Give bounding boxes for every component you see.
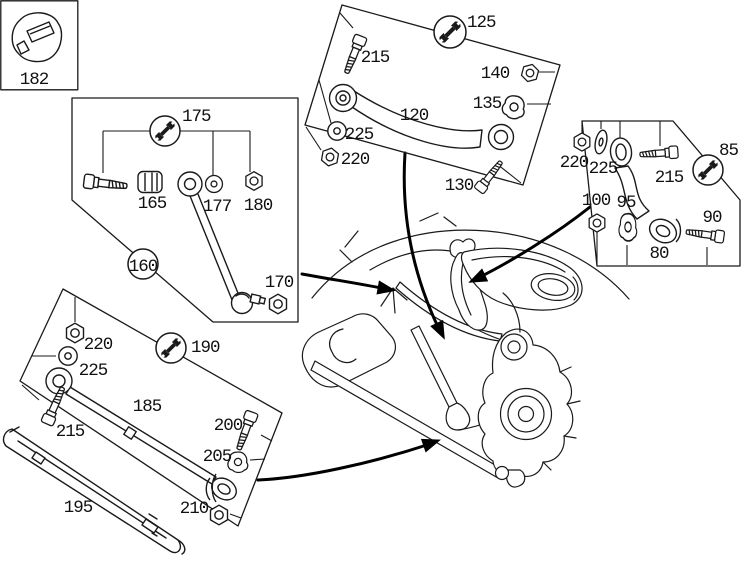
- bolt-icon: [82, 173, 129, 194]
- upper-arm-box-outline: [304, 4, 561, 186]
- upper-arm-box-leaders: [305, 12, 555, 184]
- callout-165: 165: [138, 194, 167, 214]
- wrench-badge-125: 125: [467, 13, 496, 33]
- toe-link-beam: [310, 360, 503, 479]
- arrowhead: [376, 281, 395, 297]
- callout-130: 130: [445, 176, 474, 196]
- group-badge-circle: [127, 248, 159, 280]
- beam-end-foot: [494, 465, 510, 481]
- callout-90: 90: [702, 208, 722, 228]
- callout-135: 135: [473, 94, 502, 114]
- washer-225-icon: [327, 121, 347, 141]
- stabilizer-link-icon: [177, 171, 267, 315]
- plate-95-icon: [618, 212, 638, 242]
- callout-200: 200: [214, 416, 243, 436]
- track-rod-box-leaders: [21, 297, 273, 519]
- arrow-from-camber-box: [476, 205, 592, 280]
- callout-95: 95: [616, 193, 636, 213]
- nut-140-icon: [519, 61, 541, 85]
- inner-ghost-arc: [369, 249, 457, 271]
- stabilizer-box-outline: [71, 97, 299, 323]
- pointer-arrows: [256, 151, 592, 482]
- knuckle-bottom-foot: [506, 469, 526, 488]
- plate-135-icon: [500, 93, 528, 122]
- washer-177-icon: [204, 174, 224, 194]
- wrench-badge-85: 85: [719, 141, 739, 161]
- callout-215: 215: [56, 422, 85, 442]
- inner-mount-bracket: [380, 287, 408, 314]
- callout-205: 205: [203, 447, 232, 467]
- camber-strut-80-icon: [609, 137, 682, 244]
- bolt-215-icon: [638, 145, 679, 162]
- retainer-box-outline: [0, 0, 79, 91]
- cover-strip-195-icon: [2, 426, 186, 555]
- callout-225: 225: [79, 361, 108, 381]
- upper-control-arm-box: 125 215 120 225 220 130 135 140: [320, 13, 541, 196]
- camber-link-outer-bushing: [500, 333, 528, 361]
- callout-220: 220: [341, 150, 370, 170]
- callout-180: 180: [244, 196, 273, 216]
- axle-carrier-illustration: [301, 212, 630, 488]
- camber-strut-box: 85 220 225 215 100 95 90 80: [560, 129, 740, 264]
- retainer-part-drawing: [11, 12, 63, 63]
- wrench-badge-175: 175: [182, 107, 211, 127]
- callout-220: 220: [84, 335, 113, 355]
- callout-100: 100: [582, 191, 611, 211]
- camber-box-leaders: [581, 121, 708, 265]
- wheel-arch-ghost-line: [311, 229, 630, 300]
- callout-215: 215: [655, 168, 684, 188]
- stabilizer-link-box: 160 175 165 177 180 170: [82, 107, 295, 315]
- bolt-130-icon: [473, 157, 507, 195]
- callout-210: 210: [180, 499, 209, 519]
- strut-fork: [445, 402, 471, 431]
- nut-100-icon: [588, 213, 606, 233]
- bolt-90-icon: [684, 225, 726, 244]
- strut-beam: [410, 325, 458, 408]
- callout-225: 225: [589, 159, 618, 179]
- wheel-knuckle: [477, 292, 581, 488]
- callout-215: 215: [361, 48, 390, 68]
- nut-210-icon: [209, 504, 229, 526]
- ghost-hatch-marks: [339, 212, 457, 263]
- arrow-from-upper-arm-box: [402, 151, 440, 329]
- camber-link-installed: [395, 281, 503, 342]
- nut-170-icon: [268, 293, 288, 315]
- knuckle-top-horn: [502, 292, 521, 333]
- arm-120-icon: [328, 83, 515, 151]
- callout-80: 80: [649, 244, 669, 264]
- callout-177: 177: [203, 197, 232, 217]
- bushing-165-icon: [137, 170, 163, 194]
- nut-220-icon: [573, 132, 591, 152]
- callout-120: 120: [400, 106, 429, 126]
- callout-195: 195: [64, 498, 93, 518]
- nut-220-icon: [65, 322, 85, 344]
- subframe-left-bracket: [301, 313, 397, 388]
- camber-box-outline: [581, 120, 741, 267]
- stabilizer-box-leaders: [102, 130, 251, 175]
- callout-182: 182: [20, 70, 49, 90]
- bracket-slot-detail: [329, 328, 357, 364]
- arrow-from-stabilizer-box: [300, 272, 388, 291]
- trailing-paddle-arm: [460, 247, 583, 311]
- washer-225-icon: [594, 129, 608, 155]
- track-rod-box-outline: [19, 288, 283, 527]
- nut-220-icon: [320, 146, 340, 168]
- callout-140: 140: [481, 64, 510, 84]
- callout-220: 220: [560, 153, 589, 173]
- knuckle-serrations: [518, 366, 581, 485]
- group-badge-160: 160: [129, 257, 158, 277]
- callout-225: 225: [345, 125, 374, 145]
- washer-225-icon: [58, 346, 78, 366]
- box-outlines: [0, 0, 741, 527]
- arrowhead: [431, 320, 449, 340]
- arrow-from-track-rod-box: [256, 442, 432, 482]
- track-rod-box: 190 220 225 215 185 200 205 210 195: [2, 322, 260, 555]
- callout-170: 170: [265, 273, 294, 293]
- wrench-badge-190: 190: [191, 338, 220, 358]
- nut-180-icon: [245, 171, 263, 191]
- track-rod-185-icon: [45, 367, 237, 503]
- callout-185: 185: [133, 397, 162, 417]
- retainer-box: 182: [11, 12, 63, 90]
